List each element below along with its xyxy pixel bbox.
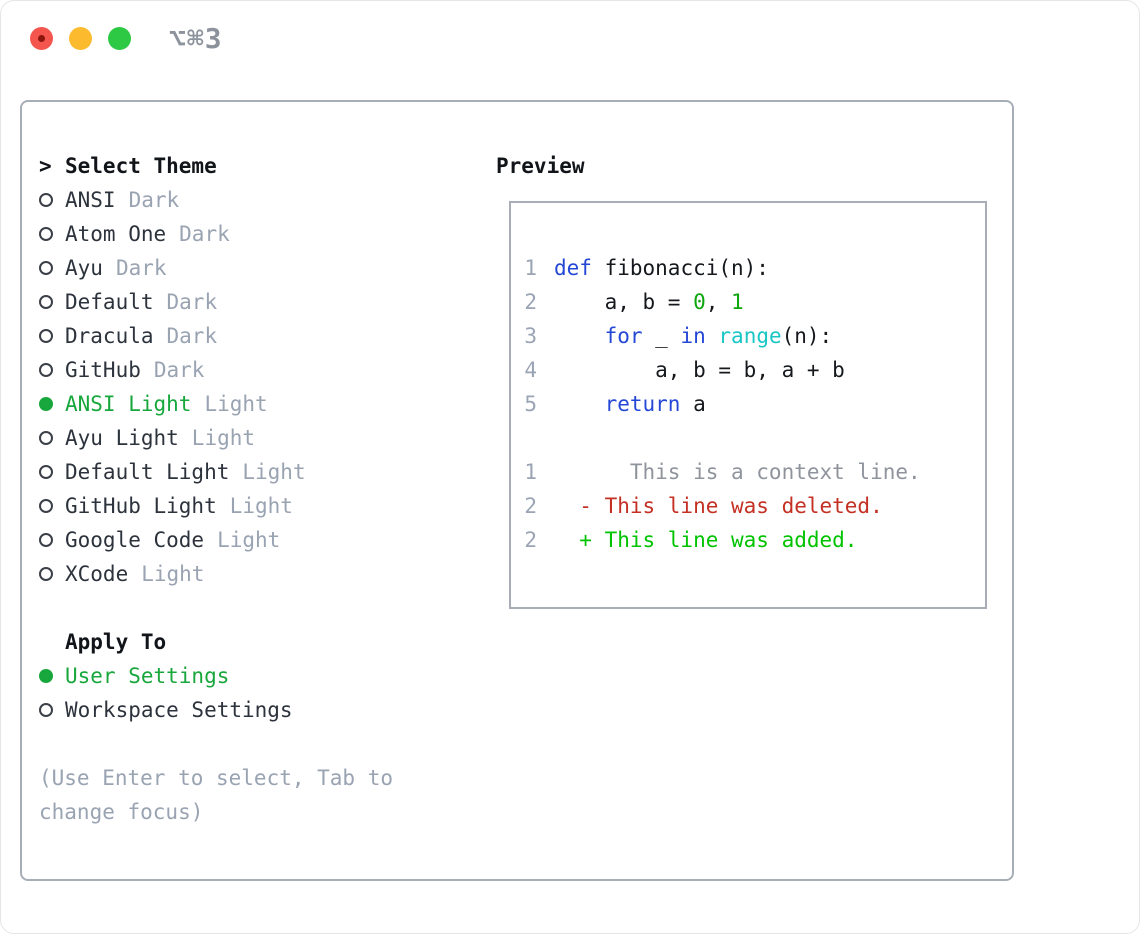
radio-icon	[39, 363, 53, 377]
select-theme-title: Select Theme	[65, 154, 217, 178]
line-number: 2	[524, 528, 537, 552]
option-label: Ayu Light	[65, 426, 179, 450]
radio-icon	[39, 227, 53, 241]
apply-option-workspace-settings[interactable]: Workspace Settings	[39, 693, 489, 727]
close-dot-icon	[38, 35, 45, 42]
radio-icon	[39, 329, 53, 343]
radio-icon	[39, 397, 53, 411]
option-label: User Settings	[65, 664, 230, 688]
theme-option-github-light[interactable]: GitHub Light Light	[39, 489, 489, 523]
theme-picker-panel: > Select Theme ANSI Dark Atom One Dark A…	[20, 100, 1014, 881]
option-label: XCode	[65, 562, 129, 586]
theme-option-ayu[interactable]: Ayu Dark	[39, 251, 489, 285]
code-line: 1 def fibonacci(n):	[524, 256, 769, 280]
option-label: Default Light	[65, 460, 230, 484]
code-line: 5 return a	[524, 392, 706, 416]
window-title: ⌥⌘3	[169, 22, 223, 55]
line-number: 1	[524, 256, 537, 280]
radio-icon	[39, 567, 53, 581]
theme-option-atom-one[interactable]: Atom One Dark	[39, 217, 489, 251]
theme-option-ayu-light[interactable]: Ayu Light Light	[39, 421, 489, 455]
option-variant: Dark	[166, 290, 218, 314]
option-variant: Light	[229, 494, 293, 518]
apply-to-list: User Settings Workspace Settings	[39, 659, 489, 727]
option-label: Atom One	[65, 222, 167, 246]
line-number: 3	[524, 324, 537, 348]
radio-icon	[39, 261, 53, 275]
radio-icon	[39, 465, 53, 479]
radio-icon	[39, 533, 53, 547]
option-label: ANSI	[65, 188, 116, 212]
radio-icon	[39, 431, 53, 445]
code-line: 1 This is a context line.	[524, 460, 921, 484]
option-variant: Light	[191, 426, 256, 450]
code-line: 4 a, b = b, a + b	[524, 358, 845, 382]
spacer	[39, 727, 489, 761]
option-label: Dracula	[65, 324, 154, 348]
apply-to-header: Apply To	[39, 625, 489, 659]
theme-option-github[interactable]: GitHub Dark	[39, 353, 489, 387]
option-label: Workspace Settings	[65, 698, 293, 722]
code-line	[524, 421, 985, 455]
theme-option-xcode[interactable]: XCode Light	[39, 557, 489, 591]
line-number: 4	[524, 358, 537, 382]
hint-text: (Use Enter to select, Tab to change focu…	[39, 766, 394, 824]
option-variant: Light	[242, 460, 306, 484]
option-variant: Dark	[128, 188, 180, 212]
titlebar: ⌥⌘3	[1, 1, 1139, 76]
radio-icon	[39, 295, 53, 309]
code-line: 2 + This line was added.	[524, 528, 858, 552]
preview-header: Preview	[496, 149, 585, 183]
minimize-button[interactable]	[69, 27, 92, 50]
option-variant: Light	[141, 562, 205, 586]
theme-list: ANSI Dark Atom One Dark Ayu Dark Default…	[39, 183, 489, 591]
code-line: 3 for _ in range(n):	[524, 324, 833, 348]
apply-to-title: Apply To	[65, 630, 167, 654]
option-label: Ayu	[65, 256, 103, 280]
option-variant: Light	[204, 392, 268, 416]
zoom-button[interactable]	[108, 27, 131, 50]
option-label: ANSI Light	[65, 392, 192, 416]
option-variant: Dark	[166, 324, 218, 348]
theme-option-default[interactable]: Default Dark	[39, 285, 489, 319]
code-line: 2 a, b = 0, 1	[524, 290, 744, 314]
select-theme-header: > Select Theme	[39, 149, 489, 183]
option-variant: Light	[217, 528, 281, 552]
radio-icon	[39, 669, 53, 683]
code-preview: 1 def fibonacci(n): 2 a, b = 0, 1 3 for …	[524, 251, 985, 557]
line-number: 2	[524, 494, 537, 518]
option-variant: Dark	[115, 256, 167, 280]
preview-box: 1 def fibonacci(n): 2 a, b = 0, 1 3 for …	[509, 201, 987, 609]
radio-icon	[39, 703, 53, 717]
radio-icon	[39, 193, 53, 207]
line-number: 5	[524, 392, 537, 416]
option-label: Default	[65, 290, 154, 314]
spacer	[39, 591, 489, 625]
close-button[interactable]	[30, 27, 53, 50]
radio-icon	[39, 499, 53, 513]
option-label: GitHub	[65, 358, 141, 382]
line-number: 1	[524, 460, 537, 484]
option-variant: Dark	[153, 358, 205, 382]
theme-list-column: > Select Theme ANSI Dark Atom One Dark A…	[39, 149, 489, 829]
code-line: 2 - This line was deleted.	[524, 494, 883, 518]
option-label: GitHub Light	[65, 494, 217, 518]
theme-option-google-code[interactable]: Google Code Light	[39, 523, 489, 557]
theme-option-ansi[interactable]: ANSI Dark	[39, 183, 489, 217]
apply-option-user-settings[interactable]: User Settings	[39, 659, 489, 693]
preview-title: Preview	[496, 154, 585, 178]
option-variant: Dark	[179, 222, 230, 246]
theme-option-ansi-light[interactable]: ANSI Light Light	[39, 387, 489, 421]
cursor-prompt-icon: >	[39, 154, 52, 178]
line-number: 2	[524, 290, 537, 314]
option-label: Google Code	[65, 528, 205, 552]
theme-option-dracula[interactable]: Dracula Dark	[39, 319, 489, 353]
theme-option-default-light[interactable]: Default Light Light	[39, 455, 489, 489]
